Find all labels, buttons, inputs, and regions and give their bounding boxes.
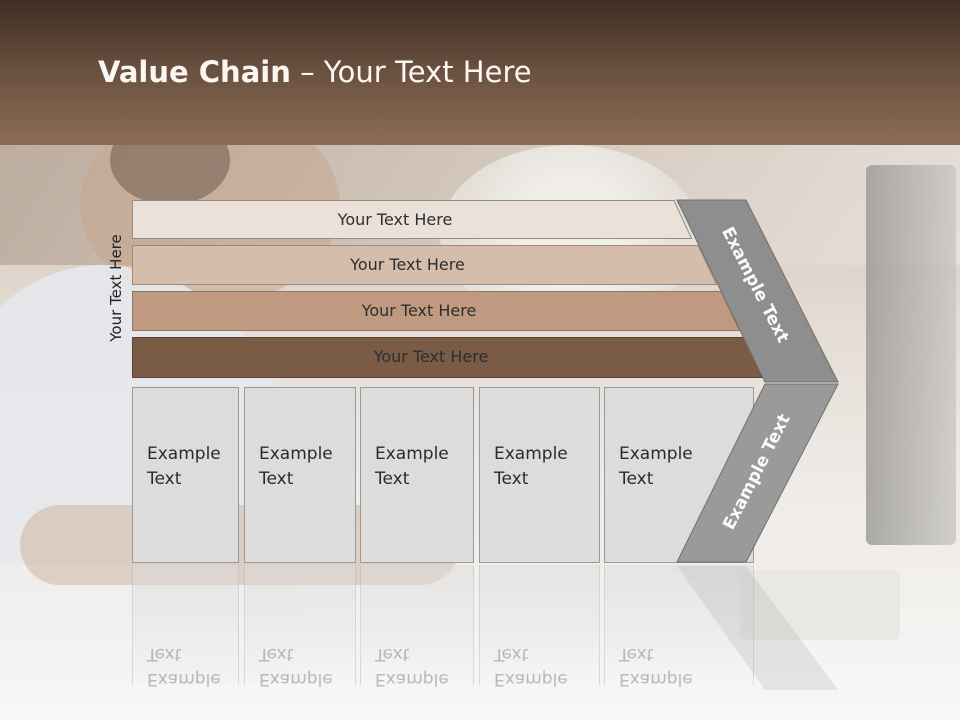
activity-box-1-line2: Text xyxy=(147,469,182,489)
photo-keyboard xyxy=(740,570,900,640)
activity-box-2-line2: Text xyxy=(259,469,294,489)
slide-title-rest: – Your Text Here xyxy=(290,55,532,89)
bar-row-3-shape xyxy=(132,291,740,331)
bar-row-1-shape xyxy=(132,200,692,239)
activity-box-4-line2: Text xyxy=(494,469,529,489)
chevron-lower-half xyxy=(676,383,839,563)
bar-row-1-label: Your Text Here xyxy=(337,209,453,229)
bar-row-2-shape xyxy=(132,245,717,285)
activity-box-2-line1: Example xyxy=(259,444,333,464)
slide-title-bold: Value Chain xyxy=(98,55,291,89)
bar-row-4-label: Your Text Here xyxy=(373,346,489,366)
activity-box-3-line1: Example xyxy=(375,444,449,464)
activity-box-4[interactable]: Example Text xyxy=(479,387,600,563)
bar-row-2-label: Your Text Here xyxy=(350,254,465,274)
activity-box-1[interactable]: Example Text xyxy=(132,387,239,563)
activity-box-1-line1: Example xyxy=(147,444,221,464)
activity-box-3-line2: Text xyxy=(375,469,410,489)
bar-row-1[interactable]: Your Text Here xyxy=(132,200,692,239)
bar-row-3[interactable]: Your Text Here xyxy=(132,291,740,331)
activity-box-5-line2: Text xyxy=(619,469,654,489)
photo-monitor xyxy=(866,165,956,545)
slide-title[interactable]: Value Chain – Your Text Here xyxy=(98,55,532,89)
activity-box-4-line1: Example xyxy=(494,444,568,464)
slide-header: Value Chain – Your Text Here xyxy=(0,0,960,145)
activity-box-3[interactable]: Example Text xyxy=(360,387,474,563)
bar-row-4[interactable]: Your Text Here xyxy=(132,337,764,378)
activity-box-5-line1: Example xyxy=(619,444,693,464)
chevron-upper-half xyxy=(676,199,839,383)
activity-box-2[interactable]: Example Text xyxy=(244,387,356,563)
bar-row-3-label: Your Text Here xyxy=(361,300,477,320)
chevron-reflection xyxy=(677,566,838,690)
bar-row-2[interactable]: Your Text Here xyxy=(132,245,717,285)
